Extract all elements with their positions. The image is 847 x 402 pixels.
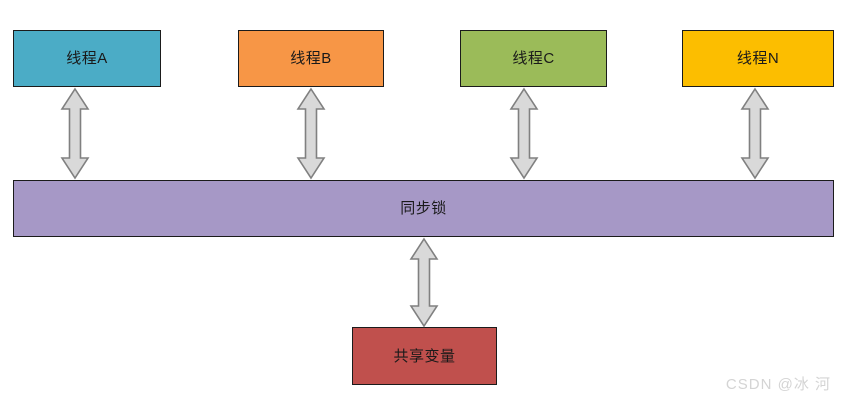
node-shared-variable: 共享变量 (352, 327, 497, 385)
double-arrow-icon-thread-n-to-lock (735, 87, 775, 180)
node-thread-a-label: 线程A (66, 50, 108, 67)
node-thread-n: 线程N (682, 30, 834, 87)
double-arrow-icon-thread-b-to-lock (291, 87, 331, 180)
double-arrow-icon-lock-to-shared-variable (404, 237, 444, 328)
node-thread-c: 线程C (460, 30, 607, 87)
node-thread-b-label: 线程B (290, 50, 332, 67)
watermark-text: CSDN @冰 河 (725, 376, 831, 393)
node-thread-b: 线程B (238, 30, 384, 87)
node-thread-a: 线程A (13, 30, 161, 87)
node-thread-c-label: 线程C (512, 50, 555, 67)
node-sync-lock-label: 同步锁 (400, 200, 447, 217)
node-shared-variable-label: 共享变量 (393, 347, 456, 365)
double-arrow-icon-thread-a-to-lock (55, 87, 95, 180)
double-arrow-icon-thread-c-to-lock (504, 87, 544, 180)
node-thread-n-label: 线程N (736, 50, 780, 67)
node-sync-lock: 同步锁 (13, 180, 834, 237)
